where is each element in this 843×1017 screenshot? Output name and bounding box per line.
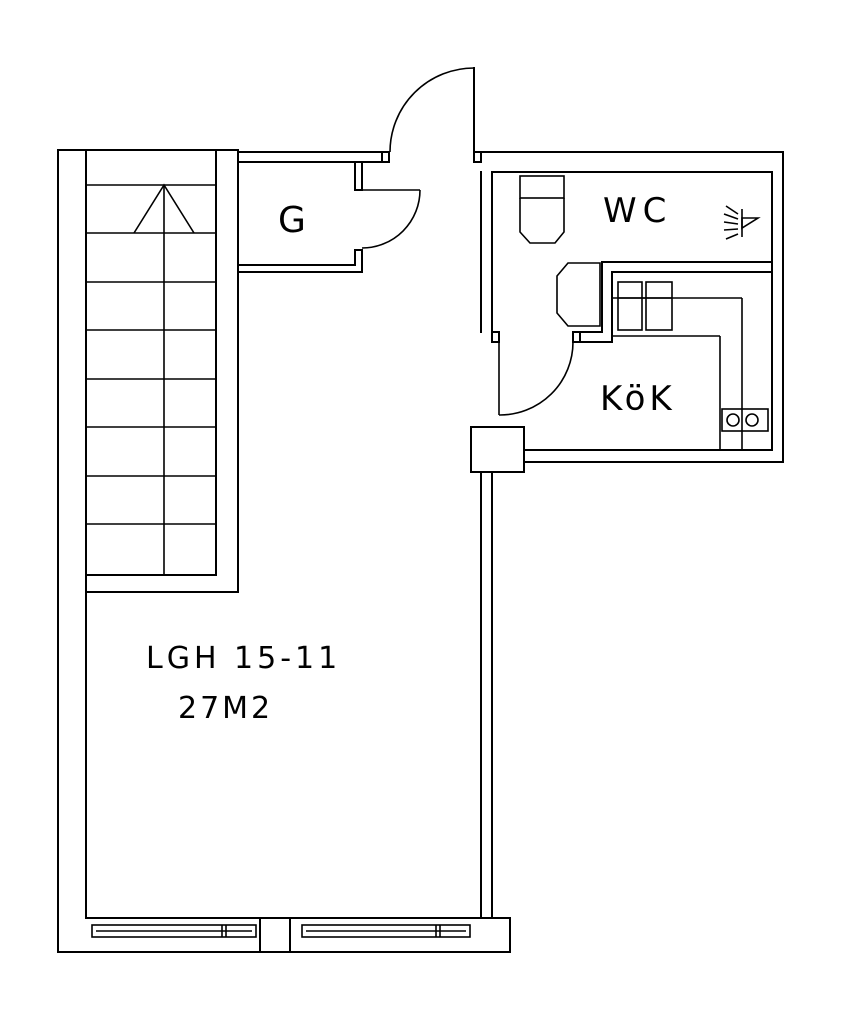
window-left xyxy=(91,924,257,938)
apartment-id-label: LGH 15-11 xyxy=(146,641,341,676)
storage-door xyxy=(361,189,421,249)
storage-room xyxy=(237,151,421,273)
stove-icon xyxy=(721,408,769,432)
right-exterior-wall xyxy=(480,471,493,919)
toilet-icon xyxy=(519,175,565,244)
wc-label: WC xyxy=(603,191,672,231)
storage-label: G xyxy=(278,200,306,241)
entrance-door xyxy=(389,67,482,163)
column xyxy=(470,426,525,473)
washbasin-icon xyxy=(556,262,601,327)
kitchen-sink-icon xyxy=(617,281,673,331)
left-exterior-wall xyxy=(57,149,87,953)
stair-treads xyxy=(86,184,216,525)
kitchen-label: KöK xyxy=(600,379,676,419)
window-right xyxy=(301,924,471,938)
wc-kitchen-block xyxy=(480,151,784,463)
stair-up-arrow-icon xyxy=(133,183,195,575)
staircase xyxy=(85,149,239,593)
shower-icon xyxy=(723,205,761,240)
apartment-area-label: 27M2 xyxy=(178,691,273,726)
wc-door xyxy=(498,341,574,416)
bottom-wall xyxy=(57,917,511,953)
